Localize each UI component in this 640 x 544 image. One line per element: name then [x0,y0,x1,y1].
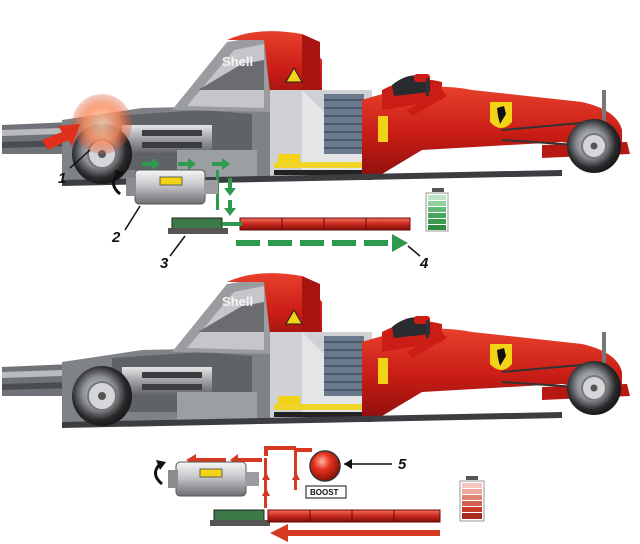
car-top [1,30,631,187]
battery-strip-top [222,217,411,231]
sponsor-label-bottom: Shell [222,294,253,309]
car-bottom [1,272,631,429]
callout-1-leader [69,149,91,169]
battery-level-icon [425,188,449,232]
callout-2-leader [124,205,141,231]
battery-strip-bottom [267,509,441,523]
control-unit-top [168,217,228,234]
charge-flow-arrows [142,158,236,216]
red-input-arrow-icon [42,124,80,150]
boost-label: BOOST [310,488,339,497]
callout-4: 4 [419,255,429,272]
control-unit-bottom [210,509,270,526]
callout-2: 2 [111,229,121,246]
battery-level-icon [459,476,485,522]
curved-rotation-arrow-icon [112,170,124,196]
callout-5: 5 [398,456,407,473]
charge-direction-arrow [236,234,408,252]
boost-button-icon [305,450,347,499]
discharge-direction-arrow [270,524,440,542]
curved-rotation-arrow-icon [154,460,166,486]
callout-4-leader [407,245,421,257]
motor-generator-bottom [168,461,259,497]
callout-1: 1 [58,170,66,187]
callout-3-leader [169,235,186,257]
callout-5-arrowhead [344,459,352,469]
sponsor-label-top: Shell [222,54,253,69]
callout-3: 3 [160,255,169,272]
motor-generator-top [126,169,218,205]
